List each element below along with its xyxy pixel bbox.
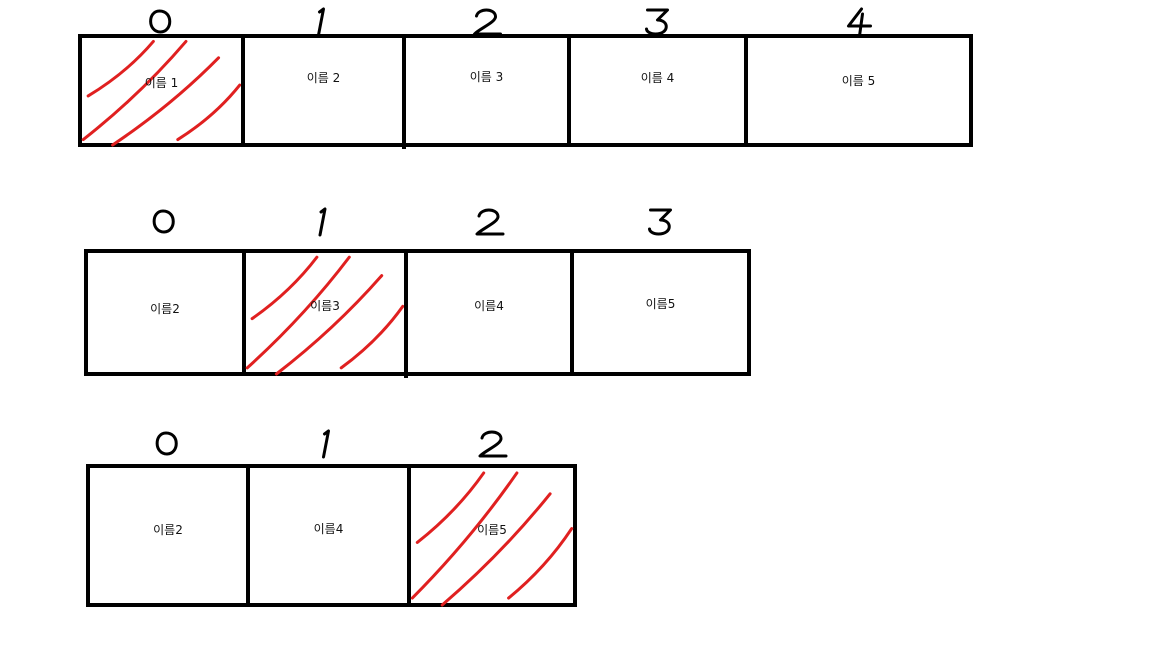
cell-label: 이름5 [477, 523, 507, 537]
hatch-stroke [245, 255, 351, 370]
index-glyph [322, 429, 330, 459]
cell-label: 이름 1 [145, 76, 179, 90]
cell-label: 이름2 [153, 523, 183, 537]
removed-cell-hatch [245, 255, 405, 376]
hatch-stroke [339, 304, 405, 370]
hatch-stroke [176, 83, 242, 142]
hatch-stroke [111, 56, 221, 147]
index-glyph [152, 209, 175, 234]
index-glyph [648, 208, 672, 236]
array-row-1: 이름2 0 이름3 1 이름4 2 이름5 3 [84, 207, 751, 378]
cell-label: 이름 4 [641, 71, 675, 85]
index-label-1: 1 [322, 429, 330, 459]
hatch-stroke [81, 39, 188, 142]
index-glyph [318, 207, 327, 237]
index-label-0: 0 [149, 9, 172, 34]
array-row-2: 이름2 0 이름4 1 이름5 2 [86, 429, 577, 607]
index-label-0: 0 [155, 431, 178, 456]
hatch-stroke [250, 255, 319, 321]
cell-label: 이름2 [150, 302, 180, 316]
index-glyph [317, 7, 325, 37]
index-label-2: 2 [473, 8, 502, 36]
removed-cell-hatch [410, 471, 574, 607]
index-label-2: 2 [478, 430, 508, 458]
index-label-4: 4 [847, 7, 872, 38]
array-border [86, 464, 577, 607]
hatch-stroke [415, 471, 486, 544]
array-row-0: 이름 1 0 이름 2 1 이름 3 2 이름 4 3 이름 5 4 [78, 7, 973, 149]
cell-label: 이름4 [314, 522, 344, 536]
cell-label: 이름4 [474, 299, 504, 313]
index-label-3: 3 [645, 8, 669, 36]
cell-label: 이름3 [310, 299, 340, 313]
index-glyph [645, 8, 669, 36]
cell-label: 이름 5 [842, 74, 876, 88]
index-glyph [149, 9, 172, 34]
index-label-2: 2 [475, 208, 505, 236]
index-label-1: 1 [318, 207, 327, 237]
hatch-stroke [274, 274, 384, 376]
cell-label: 이름 2 [307, 71, 341, 85]
cell-label: 이름5 [646, 297, 676, 311]
index-label-3: 3 [648, 208, 672, 236]
index-glyph [475, 208, 505, 236]
hatch-stroke [86, 39, 155, 98]
hatch-stroke [507, 527, 574, 600]
index-glyph [847, 7, 872, 38]
index-label-1: 1 [317, 7, 325, 37]
index-glyph [155, 431, 178, 456]
index-glyph [473, 8, 502, 36]
index-glyph [478, 430, 508, 458]
index-label-0: 0 [152, 209, 175, 234]
array-border [84, 249, 751, 376]
removed-cell-hatch [81, 39, 242, 147]
hatch-stroke [440, 492, 552, 607]
hatch-stroke [410, 471, 519, 600]
cell-label: 이름 3 [470, 70, 504, 84]
array-border [78, 34, 973, 147]
